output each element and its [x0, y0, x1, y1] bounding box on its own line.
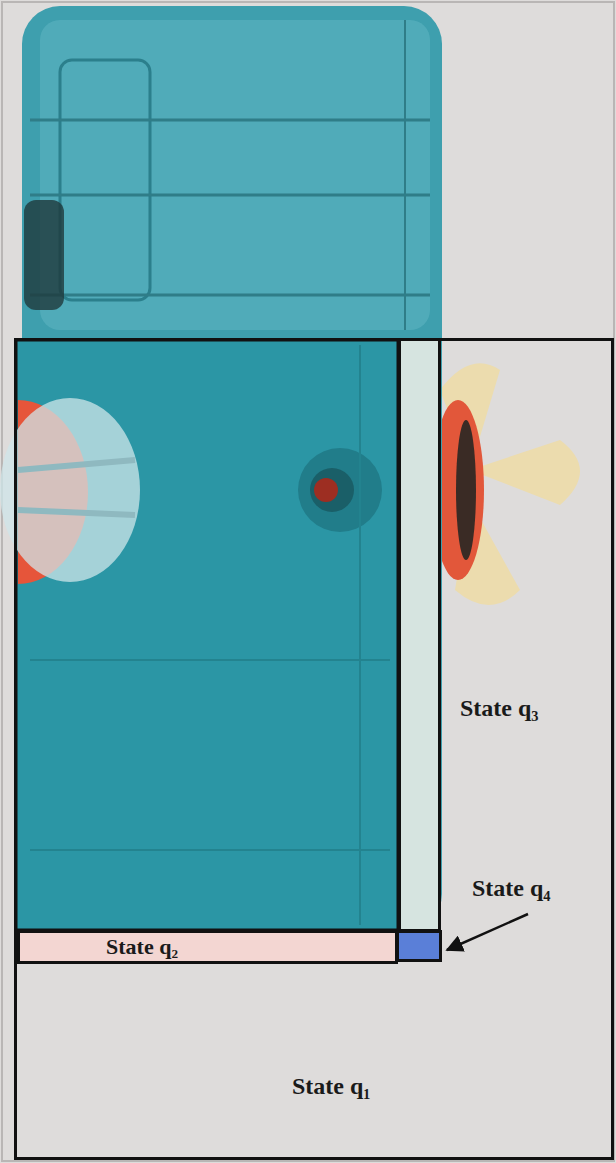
leader-arrow [447, 914, 528, 950]
state-label: State q₁ [292, 1073, 371, 1101]
state-square: State q₄ [396, 930, 442, 962]
state-label: State q₂ [106, 934, 178, 959]
toy-lower [0, 340, 398, 930]
state-label: State q₃ [460, 695, 539, 723]
state-band: State q₂ [17, 930, 398, 964]
state-label: State q₄ [472, 875, 551, 903]
propeller [432, 363, 580, 605]
state-region: State q₁ State q₃ State q₂ State q₄ [14, 338, 614, 1160]
state-strip: State q₃ [398, 338, 441, 932]
